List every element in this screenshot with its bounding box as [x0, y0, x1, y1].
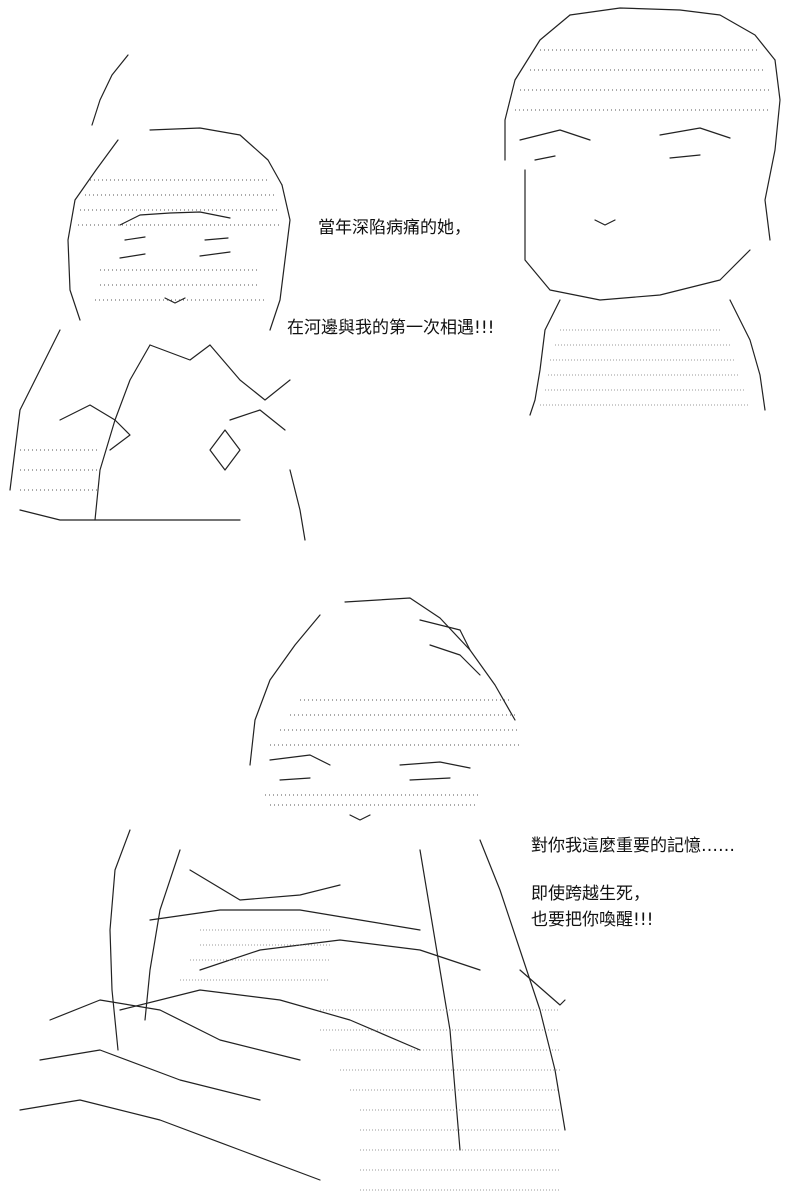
figure-arms-embrace: [39, 829, 481, 1101]
caption-line-3: 也要把你喚醒!!!: [531, 910, 654, 930]
child-body: [529, 299, 766, 416]
girl-face: [95, 211, 265, 304]
ascii-art-embrace-illustration: [19, 597, 566, 1191]
figure-face: [265, 754, 480, 821]
caption-line-1: 當年深陷病痛的她，: [318, 218, 471, 238]
caption-line-1: 對你我這麼重要的記憶……: [531, 836, 735, 856]
girl-hood-outline: [67, 54, 291, 331]
girl-body: [9, 329, 306, 541]
panel-awaken-memory: 對你我這麼重要的記憶…… 即使跨越生死， 也要把你喚醒!!!: [0, 590, 800, 1200]
figure-hood: [249, 597, 520, 766]
caption-line-2: 即使跨越生死，: [531, 884, 650, 904]
panel-first-meeting: 當年深陷病痛的她， 在河邊與我的第一次相遇!!!: [0, 0, 800, 560]
figure-cloak: [19, 839, 566, 1191]
child-hair: [504, 7, 781, 241]
caption-line-2: 在河邊與我的第一次相遇!!!: [287, 318, 495, 338]
ascii-art-girl-in-hood-illustration: [9, 7, 781, 541]
child-face: [519, 127, 751, 301]
